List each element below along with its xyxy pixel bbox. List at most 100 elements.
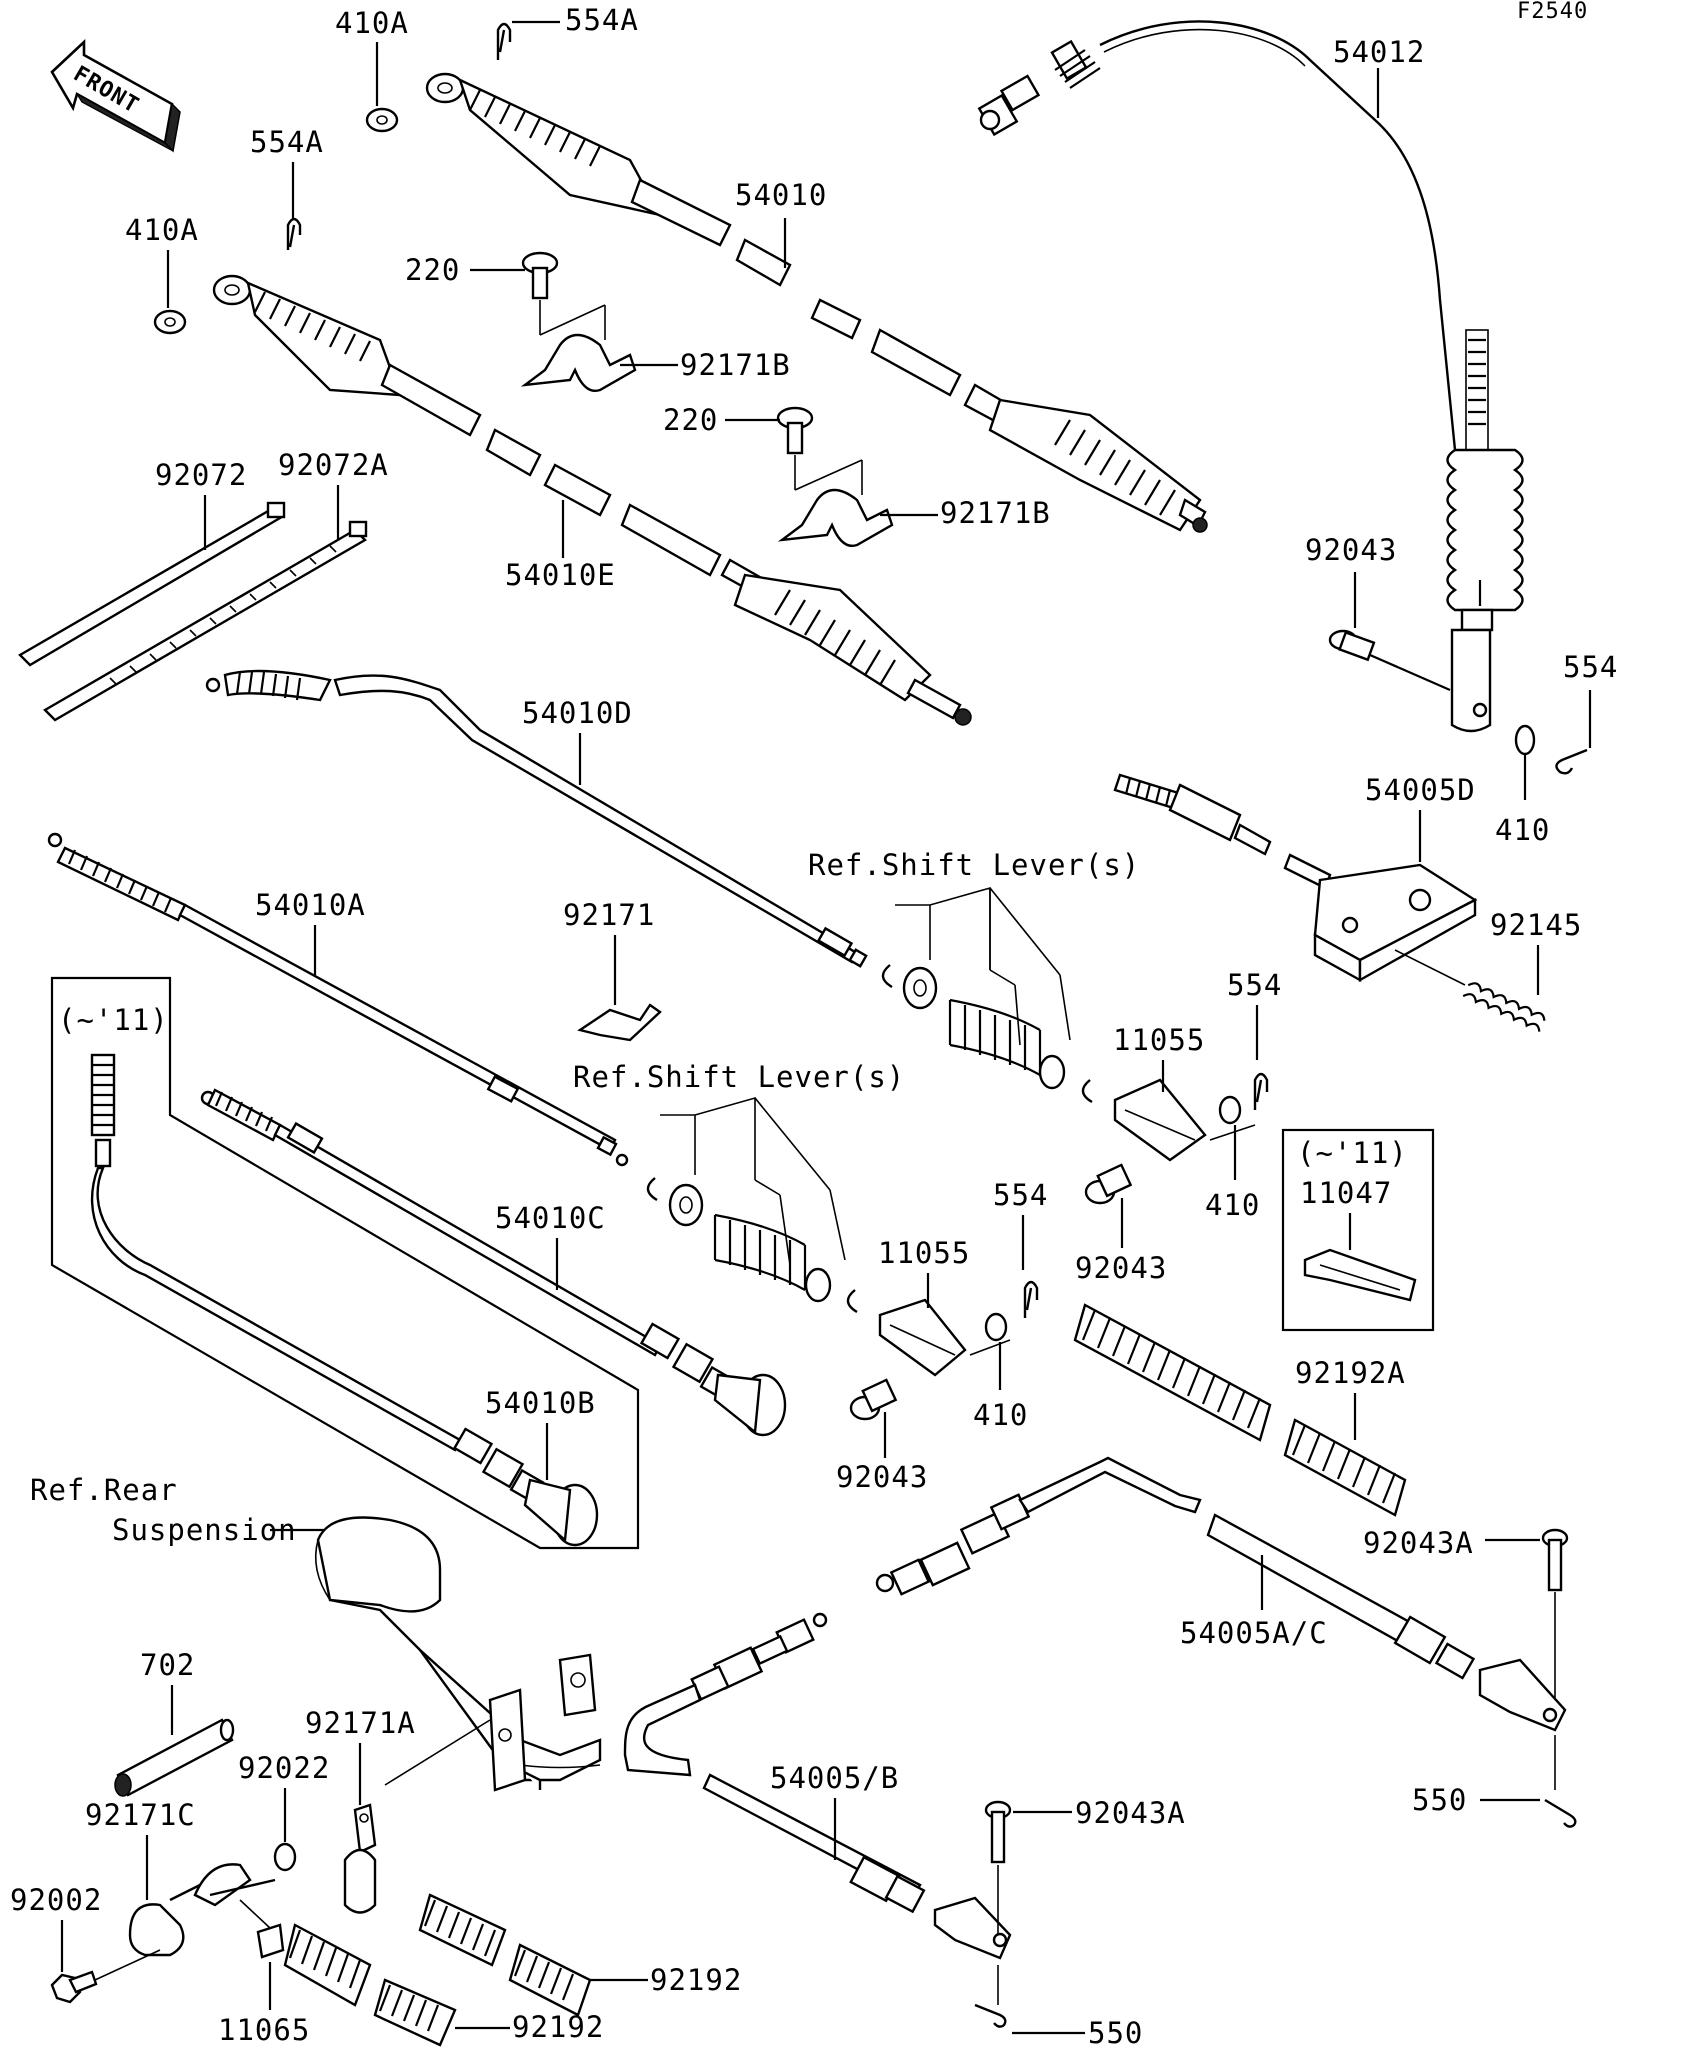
label-92145: 92145	[1490, 908, 1582, 942]
screw-220-b	[776, 406, 814, 455]
washer-92022	[273, 1842, 297, 1872]
cable-54010C	[200, 1088, 787, 1437]
label-554-mid: 554	[1227, 968, 1282, 1002]
cable-54010D	[205, 669, 868, 968]
spring-shift-b	[713, 1213, 807, 1291]
label-92043-mid: 92043	[1075, 1251, 1167, 1285]
cable-54005D	[1113, 773, 1478, 983]
washer-b	[1038, 1054, 1066, 1090]
clamp-92171C	[128, 1863, 276, 1957]
label-11055-b: 11055	[878, 1236, 970, 1270]
label-92171: 92171	[563, 898, 655, 932]
clamp-92171B-a	[520, 333, 637, 392]
label-554A-top: 554A	[565, 3, 639, 37]
pin-550-a	[1544, 1798, 1577, 1828]
label-54005D: 54005D	[1365, 773, 1476, 807]
cable-54010E	[212, 274, 972, 726]
label-92043-low: 92043	[836, 1460, 928, 1494]
label-554A-mid: 554A	[250, 125, 324, 159]
label-54010: 54010	[735, 178, 827, 212]
pin-92043A-b	[984, 1800, 1012, 1864]
label-54012: 54012	[1333, 35, 1425, 69]
pipe-702	[114, 1718, 235, 1797]
bolt-92002	[50, 1970, 98, 2004]
clamp-92171B-b	[777, 488, 894, 547]
note-ref-shift-lever-1: Ref.Shift Lever(s)	[808, 848, 1140, 882]
label-220-b: 220	[663, 403, 718, 437]
cable-tie-92072	[18, 501, 286, 667]
clamp-92171A	[343, 1803, 377, 1914]
label-410A-mid: 410A	[125, 213, 199, 247]
label-92022: 92022	[238, 1751, 330, 1785]
spring-92192-set	[283, 1893, 592, 2047]
note-year-right: (~'11)	[1297, 1136, 1408, 1170]
pin-92043-low	[849, 1378, 898, 1421]
label-410A-top: 410A	[335, 6, 409, 40]
clip-554-low	[1023, 1280, 1039, 1318]
pin-92043A-a	[1541, 1528, 1569, 1592]
washer-410-low	[984, 1312, 1008, 1342]
label-11055-a: 11055	[1113, 1023, 1205, 1057]
washer-410-mid	[1218, 1095, 1242, 1125]
label-92072: 92072	[155, 458, 247, 492]
cable-54005B	[623, 1612, 1012, 1960]
spring-shift-a	[948, 998, 1042, 1076]
front-arrow-icon: FRONT	[50, 38, 181, 153]
label-54010B: 54010B	[485, 1386, 596, 1420]
washer-a	[902, 966, 938, 1010]
year-box-right	[1281, 1128, 1435, 1332]
note-ref-shift-lever-2: Ref.Shift Lever(s)	[573, 1060, 905, 1094]
label-92171A: 92171A	[305, 1706, 416, 1740]
label-92192-b: 92192	[512, 2010, 604, 2044]
label-11065: 11065	[218, 2013, 310, 2047]
label-92043A-b: 92043A	[1075, 1796, 1186, 1830]
label-92192A: 92192A	[1295, 1356, 1406, 1390]
label-550-b: 550	[1088, 2016, 1143, 2050]
note-ref-rear-1: Ref.Rear	[30, 1473, 178, 1507]
label-54010D: 54010D	[522, 696, 633, 730]
spring-92192A	[1073, 1303, 1407, 1517]
figure-code: F2540	[1517, 0, 1588, 24]
label-220-a: 220	[405, 253, 460, 287]
cable-54005AC	[875, 1456, 1567, 1732]
e-clip-b	[1081, 1079, 1093, 1104]
washer-d	[804, 1267, 832, 1303]
spring-92145	[1462, 982, 1546, 1032]
cable-54010A	[47, 832, 629, 1167]
label-410-right: 410	[1495, 813, 1550, 847]
label-410-low: 410	[973, 1398, 1028, 1432]
label-92002: 92002	[10, 1883, 102, 1917]
yoke-11055-b	[878, 1298, 967, 1377]
label-54010C: 54010C	[495, 1201, 606, 1235]
label-54005AC: 54005A/C	[1180, 1616, 1328, 1650]
clip-554A-mid	[286, 217, 302, 250]
washer-410A-mid	[153, 309, 187, 335]
clip-554A-top	[496, 22, 512, 60]
screw-220-a	[521, 251, 559, 300]
pin-92043-top	[1328, 629, 1376, 662]
washer-410A-top	[365, 107, 399, 133]
label-92192-a: 92192	[650, 1963, 742, 1997]
label-92171B-a: 92171B	[680, 348, 791, 382]
label-550-a: 550	[1412, 1783, 1467, 1817]
pin-92043-mid	[1084, 1163, 1133, 1205]
label-702: 702	[140, 1648, 195, 1682]
label-54005B: 54005/B	[770, 1761, 899, 1795]
cable-54010B	[90, 1053, 599, 1547]
cable-54010	[425, 72, 1208, 533]
e-clip-d	[846, 1289, 858, 1314]
label-54010E: 54010E	[505, 558, 616, 592]
cable-54012	[977, 20, 1524, 733]
rear-suspension-bracket	[314, 1516, 602, 1792]
clip-92171	[577, 1003, 662, 1042]
spacer-11065	[239, 1899, 285, 1959]
washer-410-right	[1514, 724, 1536, 756]
label-92171C: 92171C	[85, 1798, 196, 1832]
label-11047: 11047	[1300, 1176, 1392, 1210]
clip-554-mid	[1253, 1072, 1269, 1110]
pin-550-b	[974, 2003, 1007, 2028]
e-clip-a	[881, 964, 893, 989]
year-box-left	[50, 976, 640, 1550]
